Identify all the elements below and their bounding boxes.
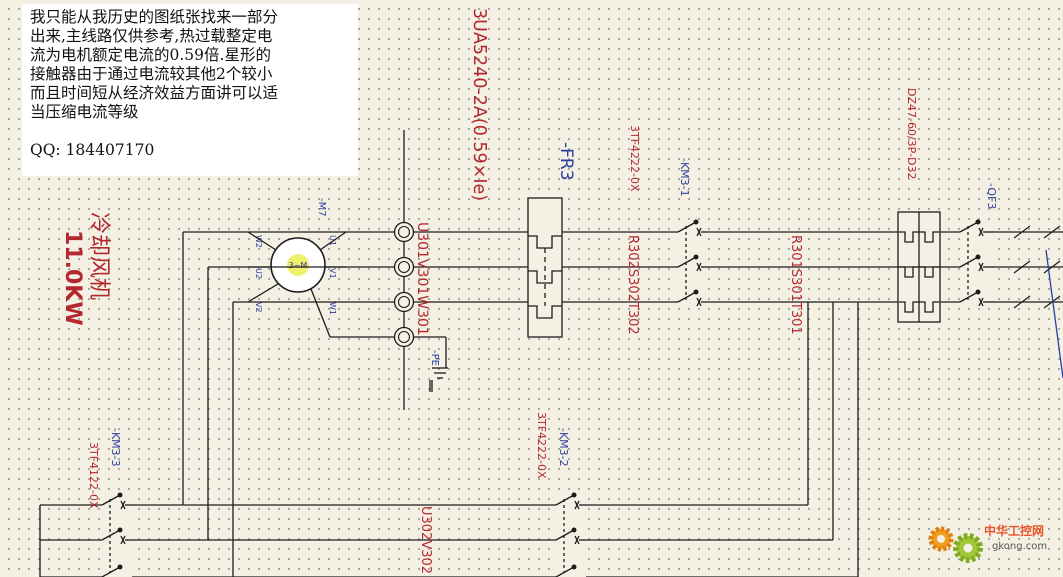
motor-power-label: 11.0KW	[60, 230, 85, 326]
breaker-tag-label: -QF3	[985, 183, 998, 209]
cable-bus-line	[1045, 249, 1063, 379]
breaker-type-label: DZ47-60/3P-D32	[905, 88, 918, 180]
terminal-v1-label: V1	[328, 268, 337, 279]
description-note: 我只能从我历史的图纸张找来一部分 出来,主线路仅供参考,热过载整定电 流为电机额…	[22, 4, 358, 176]
km3-2-contacts	[555, 490, 586, 577]
km3-2-type-label: 3TF4222-0X	[535, 412, 548, 479]
note-line: 而且时间短从经济效益方面讲可以适	[30, 84, 279, 102]
thermal-overload-relay	[527, 197, 563, 338]
terminal-w2-label: W2	[254, 235, 263, 248]
km3-3-contacts	[101, 490, 132, 577]
bottom-wire-label: U302V302	[418, 506, 433, 574]
motor-m7: 3~M	[270, 237, 326, 293]
main-wire-label: R301S301T301	[788, 235, 803, 335]
circuit-breaker-qf3	[897, 211, 941, 323]
note-line: 出来,主线路仅供参考,热过载整定电	[30, 27, 273, 45]
wiring	[39, 130, 1063, 577]
terminal-strip	[393, 221, 415, 348]
gear-icon	[928, 526, 954, 552]
km3-1-tag-label: -KM3-1	[678, 158, 691, 197]
watermark-logo: 中华工控网 gkong.com	[928, 523, 1047, 563]
km3-1-contacts	[677, 219, 708, 308]
terminal-v2-label: V2	[254, 302, 263, 313]
km3-2-tag-label: -KM3-2	[557, 428, 570, 467]
terminal-u2-label: U2	[254, 268, 263, 279]
incoming-feed-marks	[1013, 225, 1061, 309]
motor-center-label: 3~M	[289, 261, 308, 270]
terminal-u1-label: U1	[328, 235, 337, 246]
qq-contact: QQ: 184407170	[30, 141, 155, 159]
watermark-brand: 中华工控网	[984, 523, 1044, 538]
note-line: 流为电机额定电流的0.59倍.星形的	[30, 46, 271, 64]
qf3-contacts	[959, 219, 994, 308]
km3-1-type-label: 3TF4222-0X	[628, 125, 641, 192]
note-line: 当压缩电流等级	[30, 103, 139, 121]
km3-3-type-label: 3TF4122-0X	[87, 442, 100, 509]
overload-tag-label: -FR3	[556, 142, 576, 181]
gear-icon	[953, 533, 983, 563]
km3-3-tag-label: -KM3-3	[109, 428, 122, 467]
note-line: 我只能从我历史的图纸张找来一部分	[30, 8, 279, 26]
note-line: 接触器由于通过电流较其他2个较小	[30, 65, 273, 83]
km3-1-wire-label: R302S302T302	[625, 235, 640, 335]
motor-tag-label: -M7	[316, 198, 327, 217]
watermark-url: gkong.com	[992, 541, 1047, 552]
motor-name-label: 冷却风机	[86, 212, 111, 300]
pe-label: -PE	[429, 350, 440, 366]
overload-type-label: 3UA5240-2A(0.59×Ie)	[469, 8, 489, 201]
terminal-w1-label: W1	[328, 302, 337, 315]
terminal-strip-label: U301V301W301	[414, 222, 430, 336]
